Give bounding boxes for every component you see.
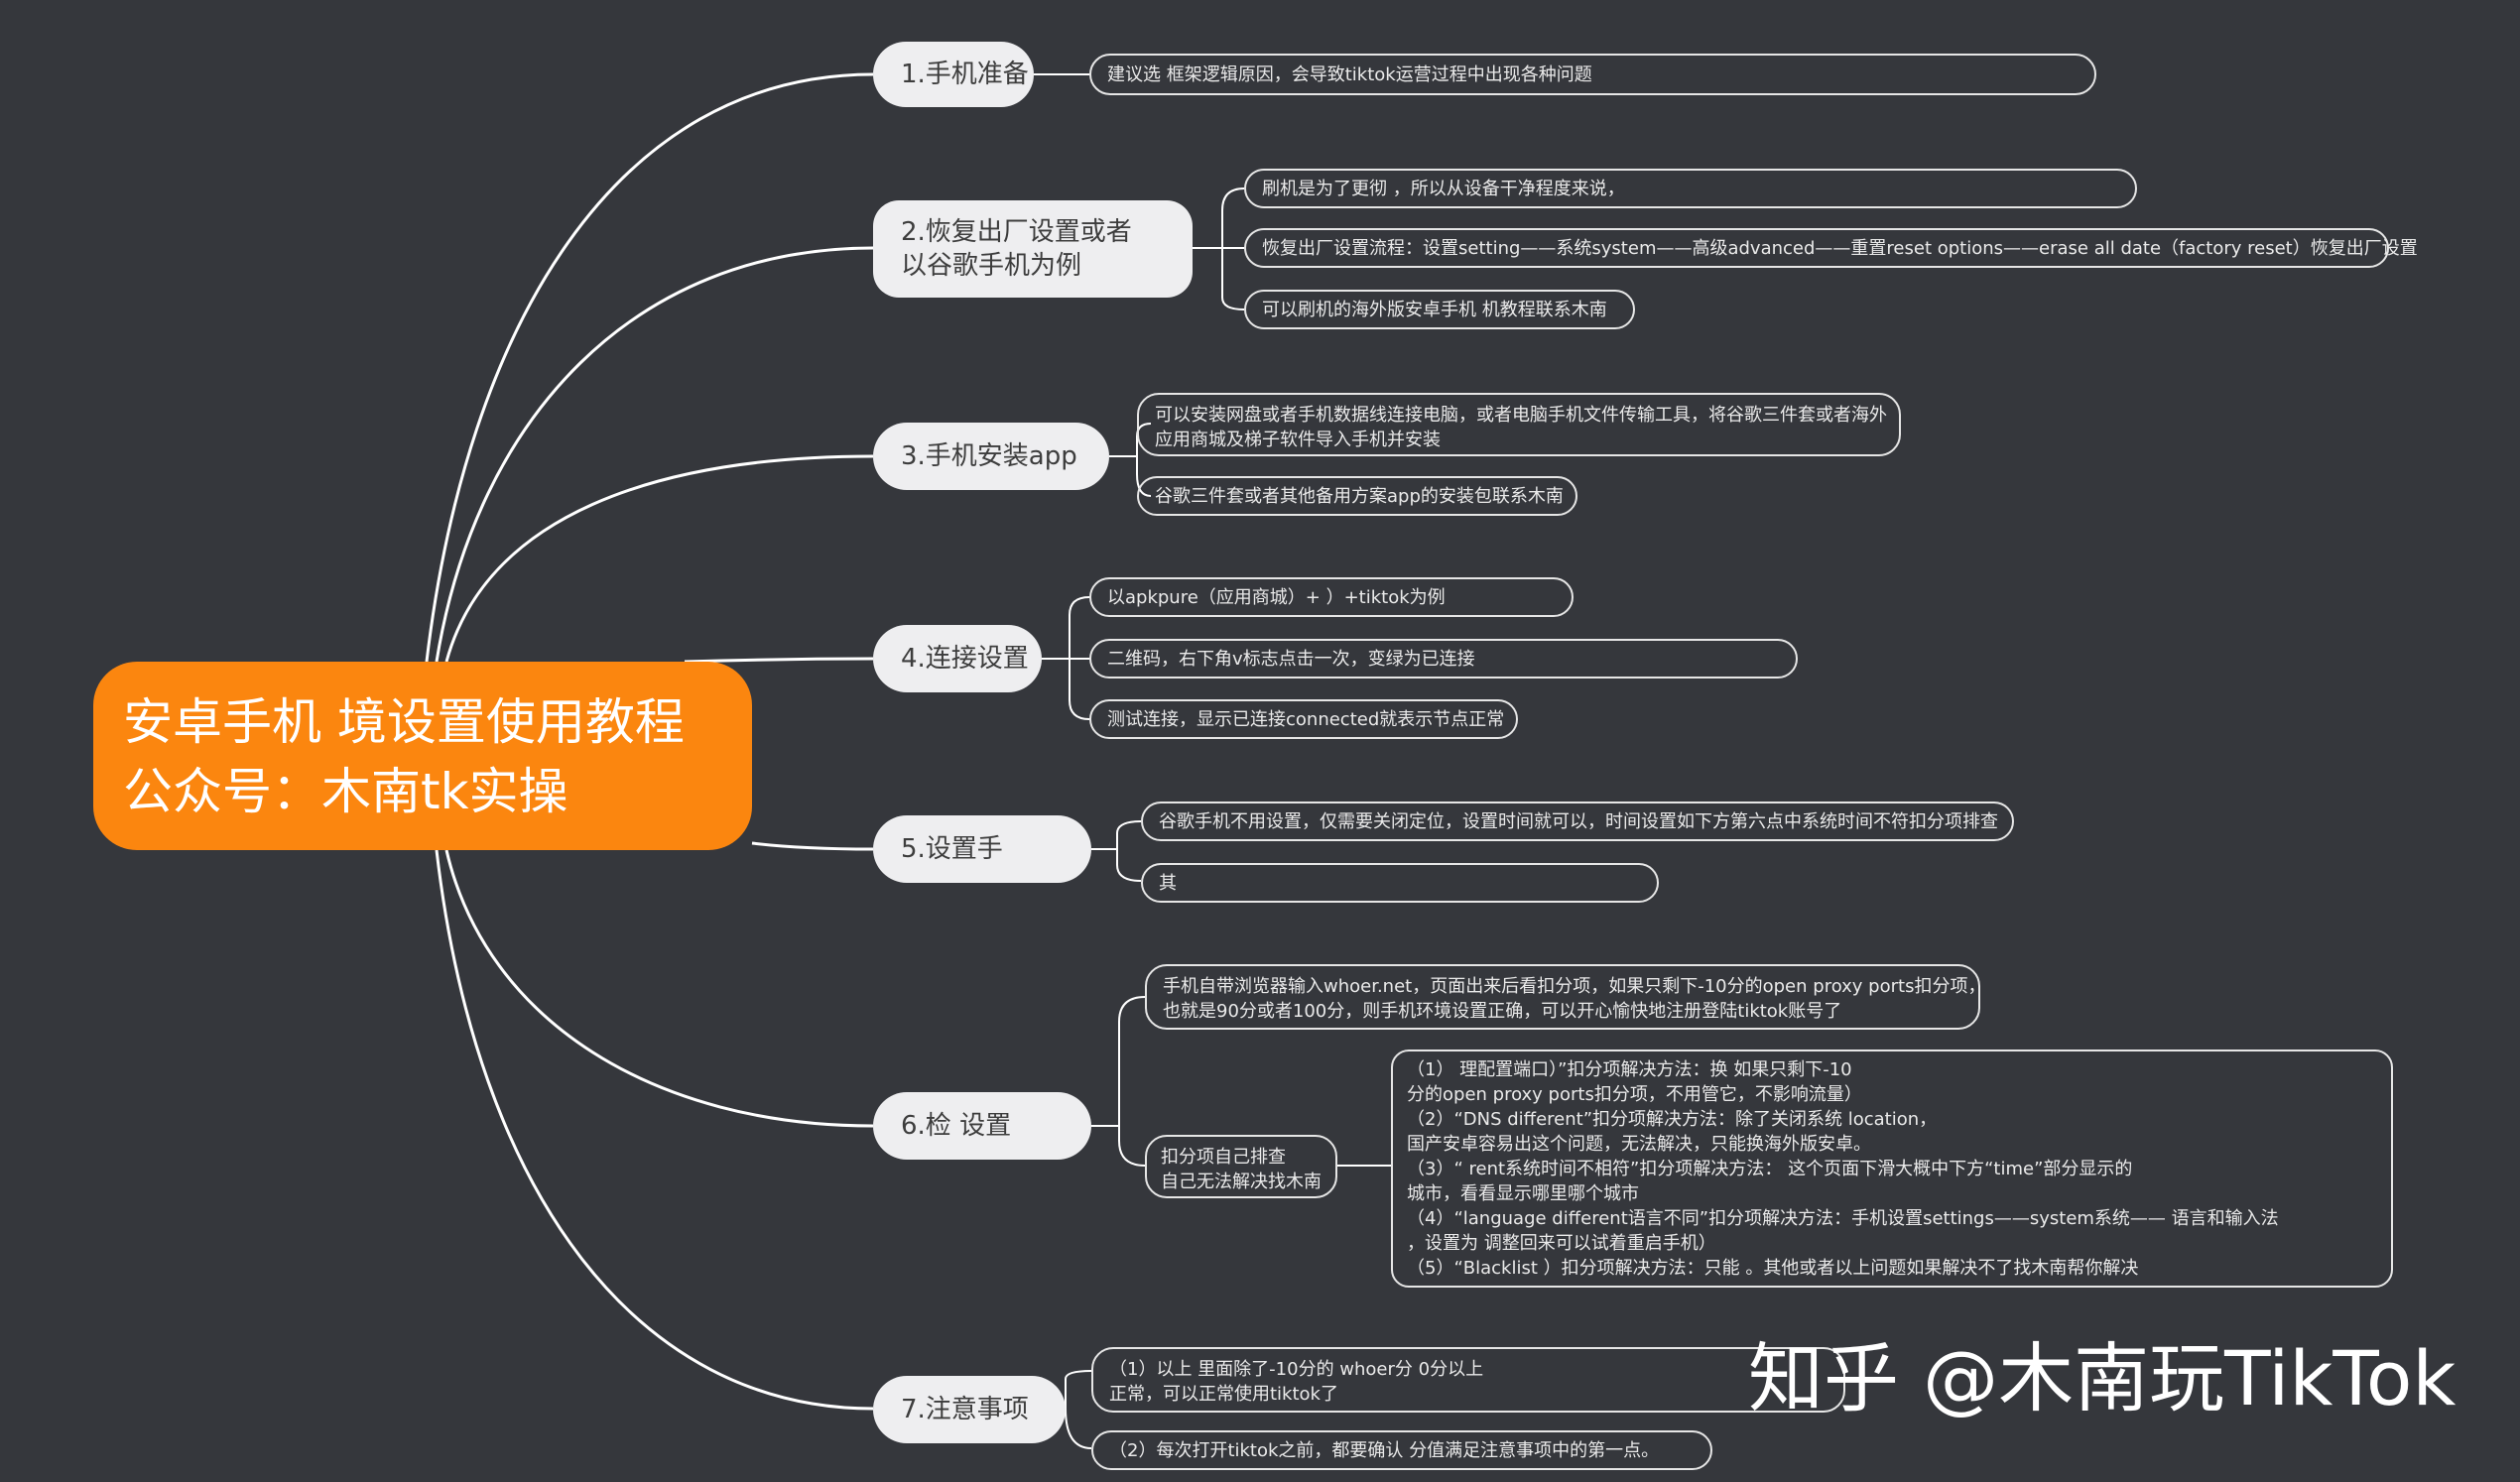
topic-check-settings[interactable]: 6.检 设置 — [873, 1092, 1091, 1160]
leaf-apkpure-example[interactable]: 以apkpure（应用商城）+ ）+tiktok为例 — [1089, 577, 1574, 617]
topic-label: 1.手机准备 — [901, 60, 1029, 89]
topic-label-line2: 以谷歌手机为例 — [901, 251, 1082, 281]
leaf-text-line1: 手机自带浏览器输入whoer.net，页面出来后看扣分项，如果只剩下-10分的o… — [1163, 976, 1986, 997]
leaf-text: 谷歌三件套或者其他备用方案app的安装包联系木南 — [1155, 485, 1564, 507]
topic-install-app[interactable]: 3.手机安装app — [873, 423, 1109, 490]
leaf-text: 可以刷机的海外版安卓手机 机教程联系木南 — [1262, 299, 1607, 320]
leaf-text: 恢复出厂设置流程：设置setting——系统system——高级advanced… — [1262, 237, 2418, 259]
topic-label: 3.手机安装app — [901, 441, 1077, 471]
leaf-text-line1: 可以安装网盘或者手机数据线连接电脑，或者电脑手机文件传输工具，将谷歌三件套或者海… — [1155, 405, 1887, 426]
leaf-self-troubleshoot[interactable]: 扣分项自己排查 自己无法解决找木南 — [1145, 1135, 1337, 1198]
topic-label: 5.设置手 — [901, 834, 1003, 864]
topic-factory-reset[interactable]: 2.恢复出厂设置或者 以谷歌手机为例 — [873, 200, 1193, 298]
topic-phone-environment[interactable]: 5.设置手 — [873, 815, 1091, 883]
leaf-text-line2: 应用商城及梯子软件导入手机并安装 — [1155, 430, 1441, 450]
leaf-text: 以apkpure（应用商城）+ ）+tiktok为例 — [1107, 586, 1446, 608]
solution-line3: （2）“DNS different”扣分项解决方法：除了关闭系统 locatio… — [1407, 1109, 1938, 1130]
leaf-deduction-solutions[interactable]: （1） 理配置端口）”扣分项解决方法：换 如果只剩下-10 分的open pro… — [1391, 1050, 2393, 1288]
leaf-text: 刷机是为了更彻 ，所以从设备干净程度来说， — [1262, 178, 1625, 199]
solution-line8: ，设置为 调整回来可以试着重启手机） — [1407, 1233, 1716, 1254]
root-title-line2: 公众号：木南tk实操 — [123, 763, 568, 820]
leaf-reset-steps[interactable]: 恢复出厂设置流程：设置setting——系统system——高级advanced… — [1244, 228, 2418, 268]
leaf-whoer-check[interactable]: 手机自带浏览器输入whoer.net，页面出来后看扣分项，如果只剩下-10分的o… — [1145, 964, 1986, 1030]
leaf-text: 测试连接，显示已连接connected就表示节点正常 — [1107, 708, 1505, 730]
solution-line2: 分的open proxy ports扣分项，不用管它，不影响流量） — [1407, 1084, 1862, 1105]
topic-label: 7.注意事项 — [901, 1395, 1029, 1424]
leaf-text-line1: 扣分项自己排查 — [1161, 1147, 1286, 1168]
leaf-phone-choice[interactable]: 建议选 框架逻辑原因，会导致tiktok运营过程中出现各种问题 — [1089, 54, 2096, 95]
solution-line5: （3）“ rent系统时间不相符”扣分项解决方法： 这个页面下滑大概中下方“ti… — [1407, 1159, 2133, 1179]
leaf-text-line2: 自己无法解决找木南 — [1161, 1172, 1322, 1192]
leaf-notes-before-open[interactable]: （2）每次打开tiktok之前，都要确认 分值满足注意事项中的第一点。 — [1091, 1430, 1712, 1470]
solution-line4: 国产安卓容易出这个问题，无法解决，只能换海外版安卓。 — [1407, 1134, 1871, 1155]
leaf-text: 其 — [1159, 872, 1177, 894]
leaf-google-phone-setup[interactable]: 谷歌手机不用设置，仅需要关闭定位，设置时间就可以，时间设置如下方第六点中系统时间… — [1141, 802, 2014, 841]
solution-line6: 城市，看看显示哪里哪个城市 — [1407, 1183, 1639, 1204]
solution-line9: （5）“Blacklist ）扣分项解决方法：只能 。其他或者以上问题如果解决不… — [1407, 1258, 2139, 1279]
topic-label: 4.连接设置 — [901, 644, 1029, 674]
leaf-google-suite[interactable]: 谷歌三件套或者其他备用方案app的安装包联系木南 — [1137, 476, 1577, 516]
root-title-line1: 安卓手机 境设置使用教程 — [123, 693, 685, 751]
leaf-flash-reason[interactable]: 刷机是为了更彻 ，所以从设备干净程度来说， — [1244, 169, 2137, 208]
topic-notes[interactable]: 7.注意事项 — [873, 1376, 1066, 1443]
topic-phone-prep[interactable]: 1.手机准备 — [873, 42, 1034, 107]
leaf-text: 二维码，右下角v标志点击一次，变绿为已连接 — [1107, 648, 1475, 670]
topic-label: 2.恢复出厂设置或者 — [901, 217, 1132, 247]
solution-line7: （4）“language different语言不同”扣分项解决方法：手机设置s… — [1407, 1208, 2279, 1229]
leaf-text-line2: 正常，可以正常使用tiktok了 — [1109, 1384, 1338, 1405]
zhihu-watermark: 知乎 @木南玩TikTok — [1748, 1334, 2457, 1422]
leaf-test-connection[interactable]: 测试连接，显示已连接connected就表示节点正常 — [1089, 699, 1518, 739]
leaf-flash-contact[interactable]: 可以刷机的海外版安卓手机 机教程联系木南 — [1244, 290, 1635, 329]
leaf-text-line2: 也就是90分或者100分，则手机环境设置正确，可以开心愉快地注册登陆tiktok… — [1163, 1001, 1842, 1022]
leaf-text: 建议选 框架逻辑原因，会导致tiktok运营过程中出现各种问题 — [1107, 63, 1592, 85]
leaf-text: （2）每次打开tiktok之前，都要确认 分值满足注意事项中的第一点。 — [1109, 1439, 1660, 1461]
leaf-notes-score[interactable]: （1）以上 里面除了-10分的 whoer分 0分以上 正常，可以正常使用tik… — [1091, 1347, 1845, 1413]
leaf-text: 谷歌手机不用设置，仅需要关闭定位，设置时间就可以，时间设置如下方第六点中系统时间… — [1159, 810, 1998, 832]
leaf-install-methods[interactable]: 可以安装网盘或者手机数据线连接电脑，或者电脑手机文件传输工具，将谷歌三件套或者海… — [1137, 393, 1901, 456]
topic-connection-settings[interactable]: 4.连接设置 — [873, 625, 1042, 692]
leaf-text-line1: （1）以上 里面除了-10分的 whoer分 0分以上 — [1109, 1359, 1484, 1380]
leaf-other-phones[interactable]: 其 — [1141, 863, 1659, 903]
solution-line1: （1） 理配置端口）”扣分项解决方法：换 如果只剩下-10 — [1407, 1059, 1852, 1080]
topic-label: 6.检 设置 — [901, 1111, 1012, 1141]
root-topic[interactable]: 安卓手机 境设置使用教程 公众号：木南tk实操 — [93, 662, 752, 850]
leaf-qr-connect[interactable]: 二维码，右下角v标志点击一次，变绿为已连接 — [1089, 639, 1798, 679]
